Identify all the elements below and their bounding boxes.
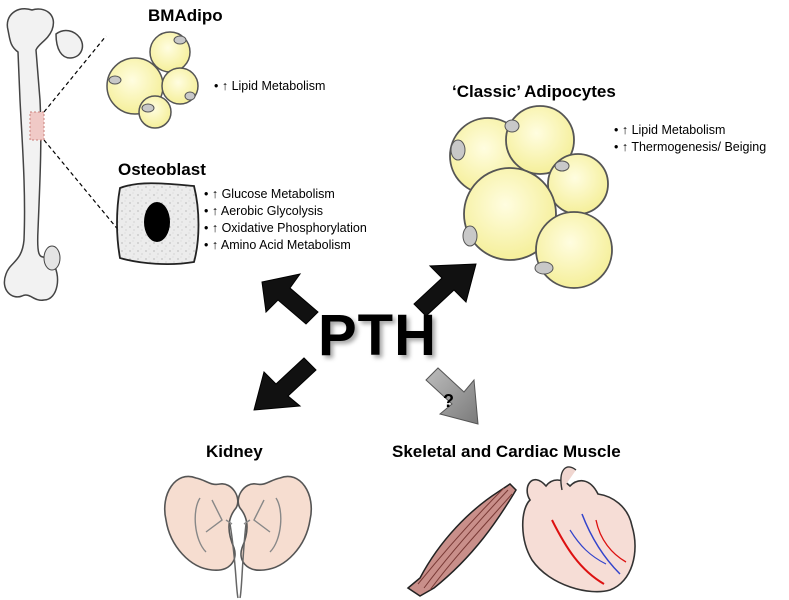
bmadipo-callout-line: [43, 35, 107, 113]
pth-center-label: PTH: [318, 303, 437, 368]
kidney-title: Kidney: [206, 442, 263, 461]
osteoblast-effect-item: • ↑ Oxidative Phosphorylation: [204, 221, 367, 235]
arrow-to-kidney: [253, 357, 317, 411]
bmadipo-cells: [106, 31, 199, 129]
classic-adipocyte-cells: [449, 105, 613, 289]
bmadipo-effect-item: • ↑ Lipid Metabolism: [214, 79, 326, 93]
arrow-to-osteoblast: [261, 273, 319, 325]
classic-adipocytes-title: ‘Classic’ Adipocytes: [452, 82, 616, 101]
osteoblast-effect-item: • ↑ Amino Acid Metabolism: [204, 238, 351, 252]
classic-adipocytes-effect-item: • ↑ Lipid Metabolism: [614, 123, 726, 137]
osteoblast-nucleus: [144, 202, 170, 242]
bmadipo-effects: • ↑ Lipid Metabolism: [214, 78, 325, 95]
osteoblast-title: Osteoblast: [118, 160, 206, 179]
femur-bone-illustration: [3, 8, 84, 301]
osteoblast-callout-line: [43, 139, 121, 233]
osteoblast-effects: • ↑ Glucose Metabolism • ↑ Aerobic Glyco…: [204, 186, 367, 254]
arrow-to-muscle: [425, 367, 479, 425]
bmadipo-title: BMAdipo: [148, 6, 223, 25]
heart-illustration: [521, 466, 636, 593]
osteoblast-cell: [116, 182, 200, 265]
skeletal-muscle-illustration: [406, 483, 517, 597]
muscle-title: Skeletal and Cardiac Muscle: [392, 442, 621, 461]
classic-adipocytes-effects: • ↑ Lipid Metabolism • ↑ Thermogenesis/ …: [614, 122, 766, 156]
osteoblast-effect-item: • ↑ Glucose Metabolism: [204, 187, 335, 201]
osteoblast-effect-item: • ↑ Aerobic Glycolysis: [204, 204, 323, 218]
arrow-to-adipocytes: [413, 263, 477, 317]
bone-marrow-region: [29, 111, 45, 141]
question-mark: ?: [443, 391, 454, 411]
kidney-illustration: [163, 475, 313, 599]
classic-adipocytes-effect-item: • ↑ Thermogenesis/ Beiging: [614, 140, 767, 154]
